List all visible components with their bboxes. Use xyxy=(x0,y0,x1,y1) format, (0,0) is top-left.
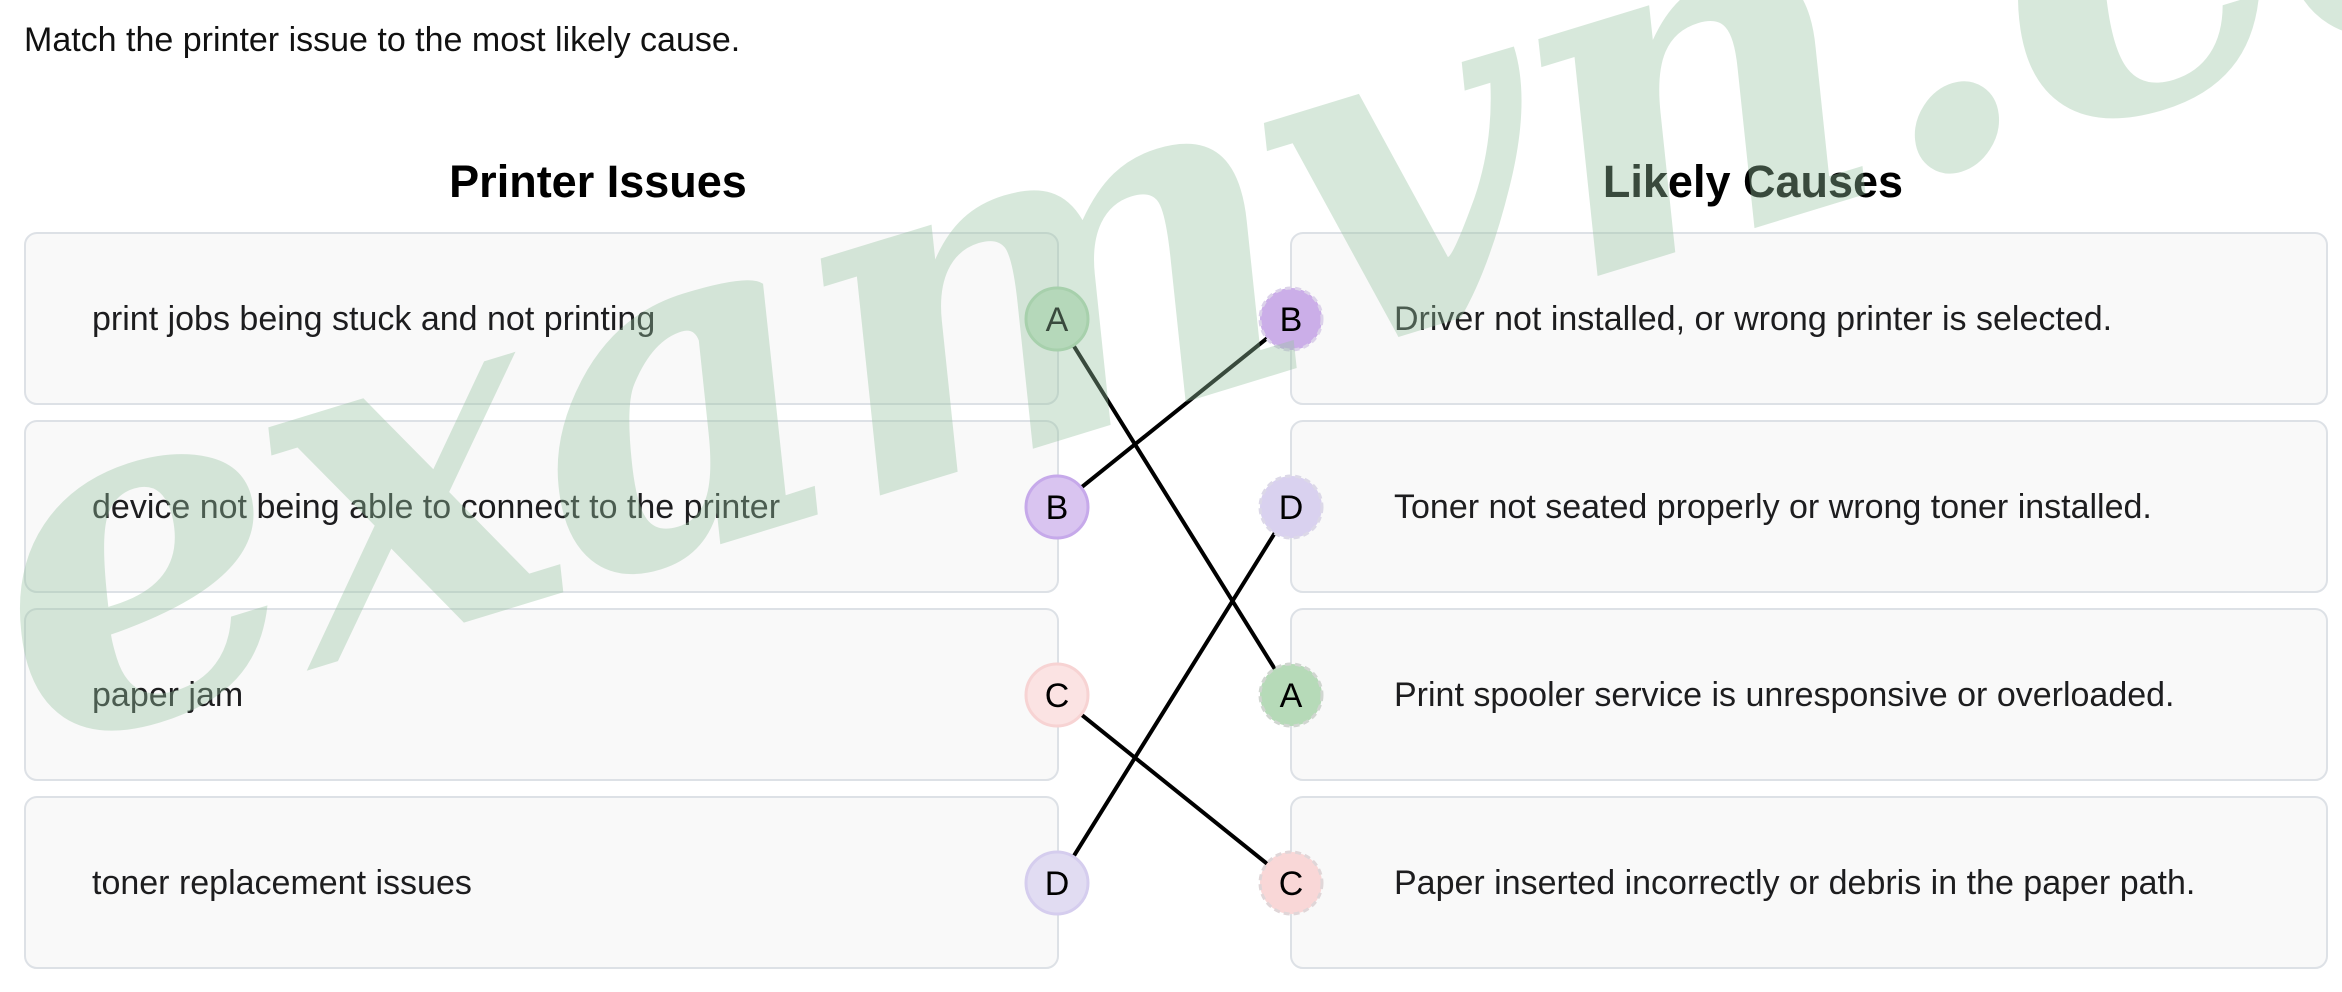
connector-line-a xyxy=(1071,343,1277,671)
right-badge-d[interactable]: D xyxy=(1258,474,1324,540)
left-badge-c[interactable]: C xyxy=(1024,662,1090,728)
left-badge-d[interactable]: D xyxy=(1024,850,1090,916)
cause-text: Toner not seated properly or wrong toner… xyxy=(1394,487,2152,526)
connector-lines xyxy=(1071,336,1277,866)
connector-line-b xyxy=(1079,336,1269,490)
badge-circle[interactable] xyxy=(1258,286,1324,352)
cause-text: Paper inserted incorrectly or debris in … xyxy=(1394,863,2196,902)
badge-circle[interactable] xyxy=(1258,662,1324,728)
badge-circle[interactable] xyxy=(1024,662,1090,728)
left-badge-b[interactable]: B xyxy=(1024,474,1090,540)
right-badge-a[interactable]: A xyxy=(1258,662,1324,728)
issue-text: device not being able to connect to the … xyxy=(92,487,781,526)
badge-circle[interactable] xyxy=(1258,850,1324,916)
right-badge-c[interactable]: C xyxy=(1258,850,1324,916)
instruction-text: Match the printer issue to the most like… xyxy=(24,21,741,59)
cause-item[interactable]: Paper inserted incorrectly or debris in … xyxy=(1290,796,2328,969)
connector-line-d xyxy=(1071,531,1277,859)
issue-item[interactable]: paper jam xyxy=(24,608,1059,781)
issue-item[interactable]: device not being able to connect to the … xyxy=(24,420,1059,593)
cause-item[interactable]: Driver not installed, or wrong printer i… xyxy=(1290,232,2328,405)
cause-text: Driver not installed, or wrong printer i… xyxy=(1394,299,2113,338)
cause-text: Print spooler service is unresponsive or… xyxy=(1394,675,2175,714)
cause-item[interactable]: Print spooler service is unresponsive or… xyxy=(1290,608,2328,781)
likely-causes-heading: Likely Causes xyxy=(1602,156,1904,207)
badges: A B C D B D A C xyxy=(1024,286,1324,916)
printer-issues-heading: Printer Issues xyxy=(449,156,747,207)
badge-circle[interactable] xyxy=(1024,286,1090,352)
right-badge-b[interactable]: B xyxy=(1258,286,1324,352)
issue-text: print jobs being stuck and not printing xyxy=(92,299,656,338)
badge-circle[interactable] xyxy=(1024,474,1090,540)
badge-circle[interactable] xyxy=(1258,474,1324,540)
badge-circle[interactable] xyxy=(1024,850,1090,916)
connector-line-c xyxy=(1079,712,1269,866)
left-badge-a[interactable]: A xyxy=(1024,286,1090,352)
issue-item[interactable]: print jobs being stuck and not printing xyxy=(24,232,1059,405)
issue-text: paper jam xyxy=(92,675,244,714)
cause-item[interactable]: Toner not seated properly or wrong toner… xyxy=(1290,420,2328,593)
issue-item[interactable]: toner replacement issues xyxy=(24,796,1059,969)
issue-text: toner replacement issues xyxy=(92,863,472,902)
